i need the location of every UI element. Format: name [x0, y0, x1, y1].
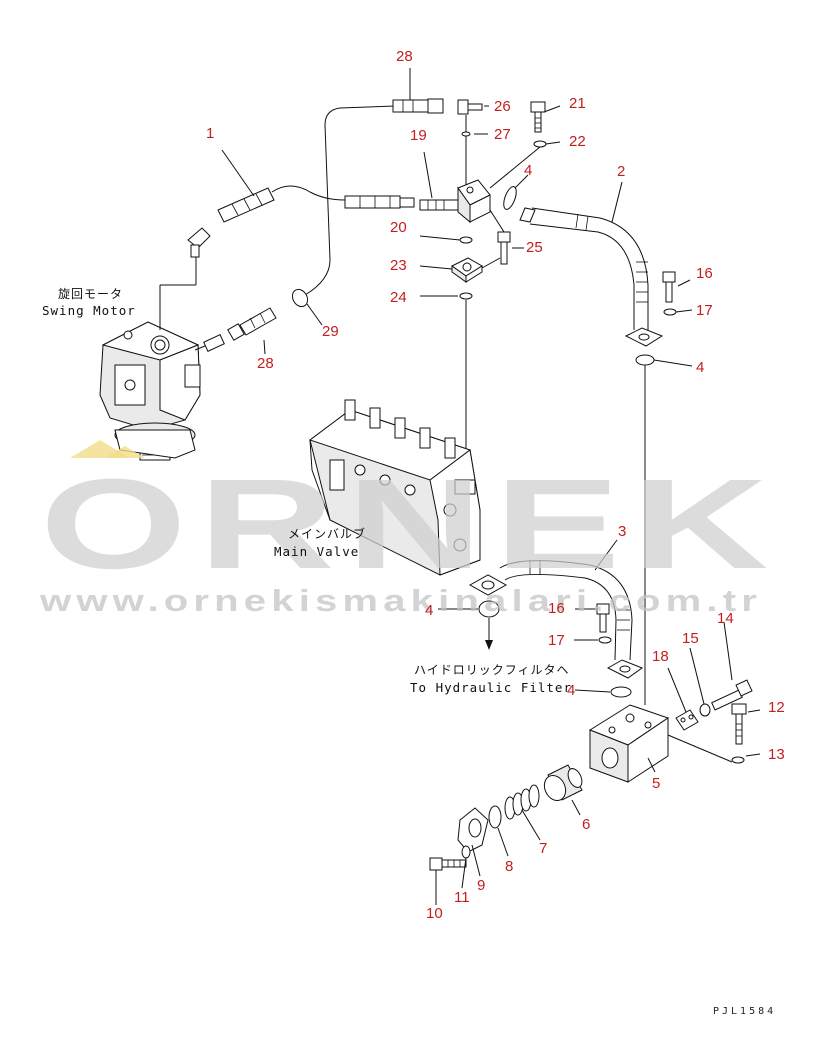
- callout-8: 8: [505, 858, 513, 875]
- callout-4-top: 4: [524, 162, 532, 179]
- plate-18: [675, 709, 699, 731]
- callout-9: 9: [477, 877, 485, 894]
- callout-4-bottom: 4: [567, 682, 575, 699]
- bolt-25: [489, 209, 511, 265]
- callout-20: 20: [390, 219, 407, 236]
- callout-19: 19: [410, 127, 427, 144]
- washer-11: [461, 845, 471, 859]
- fitting-26: [457, 99, 483, 185]
- callout-28-bottom: 28: [257, 355, 274, 372]
- washer-17-lower: [598, 636, 612, 644]
- washer-17-upper: [663, 308, 677, 316]
- oring-4-lower-left: [478, 600, 500, 618]
- callout-22: 22: [569, 133, 586, 150]
- callout-10: 10: [426, 905, 443, 922]
- callout-21: 21: [569, 95, 586, 112]
- callout-15: 15: [682, 630, 699, 647]
- swing-motor-elbow: [159, 227, 211, 330]
- swing-motor-label-en: Swing Motor: [42, 303, 136, 318]
- bolt-12: [731, 703, 747, 745]
- callout-13: 13: [768, 746, 785, 763]
- watermark-url: www.ornekismakinalari.com.tr: [39, 583, 762, 618]
- washer-22: [489, 140, 547, 189]
- valve-block-5: [588, 704, 670, 783]
- callout-1: 1: [206, 125, 214, 142]
- oring-4-upper: [503, 186, 517, 210]
- callout-18: 18: [652, 648, 669, 665]
- callout-7: 7: [539, 840, 547, 857]
- hose-28-lower: [227, 307, 277, 341]
- cover-9: [457, 807, 489, 853]
- swing-motor-label-jp: 旋回モータ: [58, 287, 123, 301]
- filter-arrow: [485, 618, 493, 650]
- oring-24: [459, 292, 473, 450]
- callout-5: 5: [652, 775, 660, 792]
- oring-8: [488, 805, 502, 829]
- bolt-10: [429, 857, 467, 871]
- pipe-2: [519, 207, 664, 347]
- washer-15: [699, 703, 711, 717]
- hose-28-upper: [304, 98, 444, 296]
- watermark-brand: ORNEK: [40, 453, 780, 596]
- callout-17-top: 17: [696, 302, 713, 319]
- callout-14: 14: [717, 610, 734, 627]
- bolt-21: [530, 101, 546, 133]
- callout-4-left: 4: [425, 602, 433, 619]
- swing-motor-adapter: [194, 334, 225, 352]
- callout-17-bottom: 17: [548, 632, 565, 649]
- element-6: [543, 764, 583, 802]
- oring-4-lower-right: [610, 686, 632, 698]
- callout-24: 24: [390, 289, 407, 306]
- callout-4-right: 4: [696, 359, 704, 376]
- callout-3: 3: [618, 523, 626, 540]
- callout-23: 23: [390, 257, 407, 274]
- watermark: ORNEK www.ornekismakinalari.com.tr: [39, 440, 780, 618]
- callout-29: 29: [322, 323, 339, 340]
- spring-7: [504, 784, 540, 820]
- leader-lines: [221, 68, 761, 905]
- oring-20: [459, 236, 473, 244]
- callout-28-top: 28: [396, 48, 413, 65]
- swing-motor: [99, 321, 201, 461]
- callout-16-top: 16: [696, 265, 713, 282]
- component-labels: 旋回モータ Swing Motor メインバルブ Main Valve ハイドロ…: [42, 287, 776, 1017]
- washer-13: [667, 734, 745, 764]
- callout-26: 26: [494, 98, 511, 115]
- hydraulic-filter-label-jp: ハイドロリックフィルタヘ: [414, 663, 570, 677]
- callouts: 1 28 26 21 19 27 22 4 2 20 25 23 16 24 1…: [206, 48, 785, 922]
- oring-27: [461, 131, 471, 137]
- pipe-3: [468, 560, 644, 679]
- callout-2: 2: [617, 163, 625, 180]
- callout-11: 11: [454, 889, 470, 906]
- bolt-14: [711, 679, 753, 711]
- callout-16-bottom: 16: [548, 600, 565, 617]
- drawing-code: PJL1584: [713, 1006, 776, 1017]
- seal-29: [291, 288, 323, 326]
- bolt-16-upper: [662, 271, 676, 303]
- callout-12: 12: [768, 699, 785, 716]
- callout-25: 25: [526, 239, 543, 256]
- oring-4-right: [635, 354, 655, 705]
- main-valve-label-en: Main Valve: [274, 544, 359, 559]
- main-valve: [308, 399, 481, 576]
- block-19: [419, 179, 491, 224]
- main-valve-label-jp: メインバルブ: [288, 526, 366, 541]
- callout-27: 27: [494, 126, 511, 143]
- flange-23: [451, 257, 501, 283]
- callout-6: 6: [582, 816, 590, 833]
- hydraulic-filter-label-en: To Hydraulic Filter: [410, 680, 572, 695]
- hose-1: [217, 185, 415, 223]
